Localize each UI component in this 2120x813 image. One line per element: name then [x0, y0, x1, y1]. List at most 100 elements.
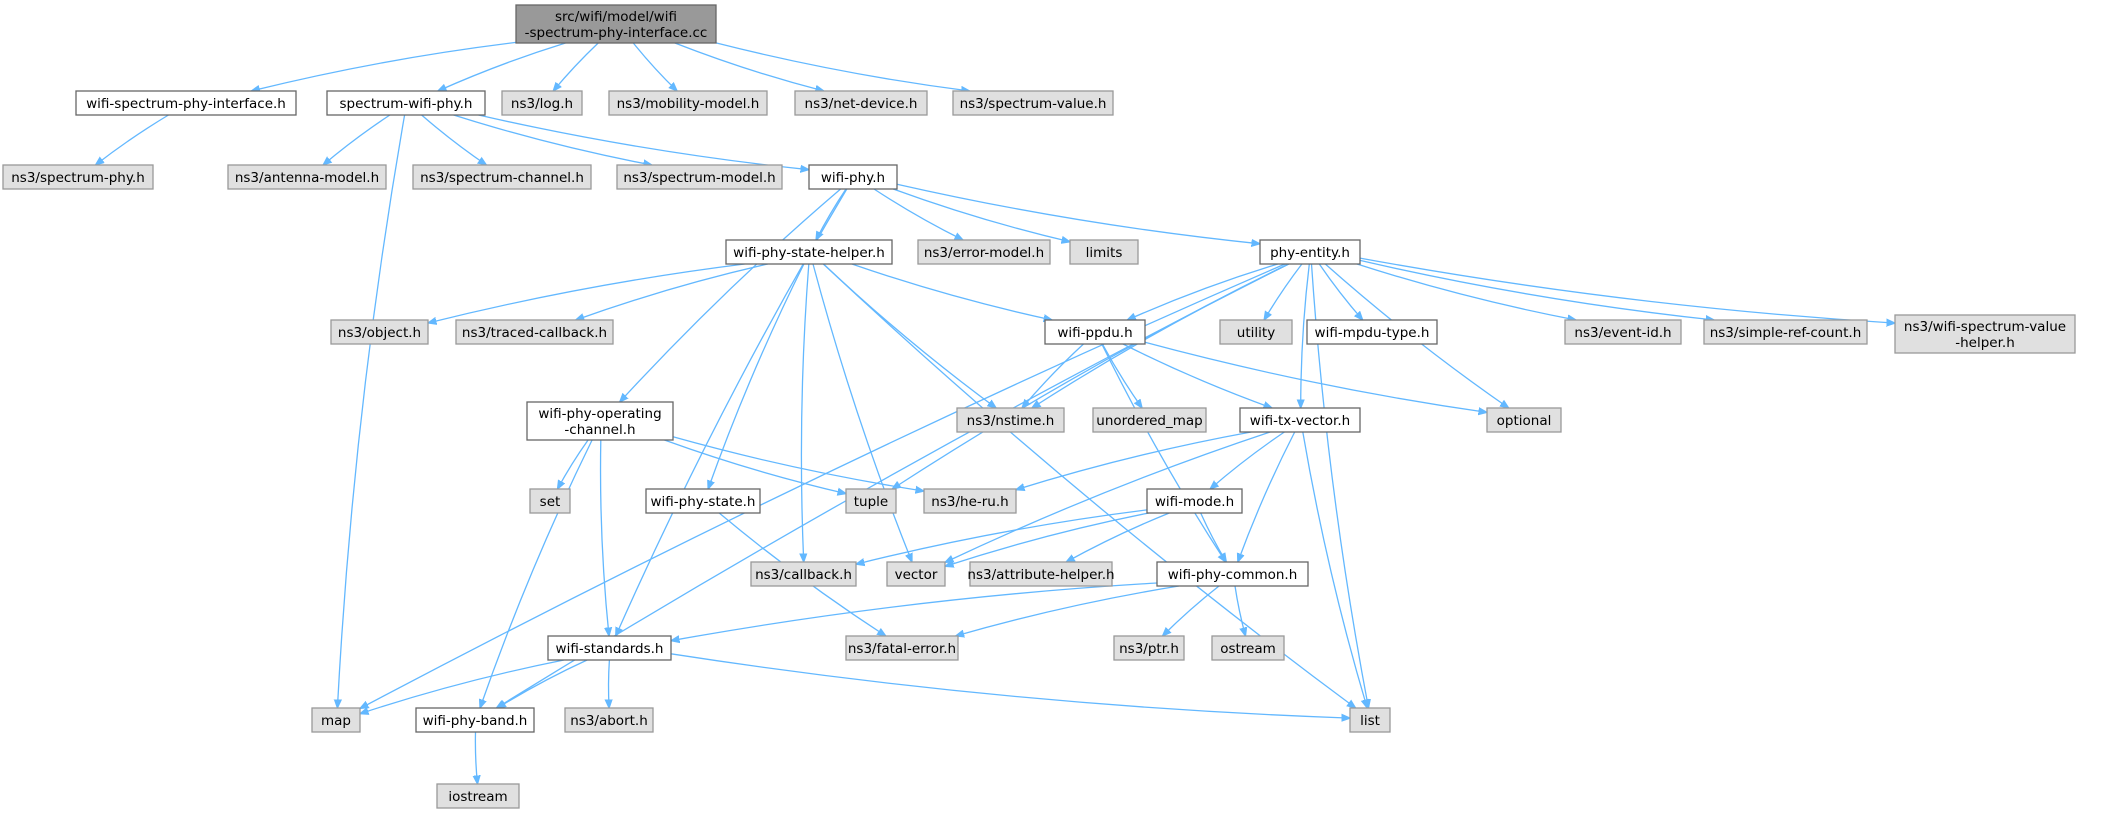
- node-box-log: [501, 90, 583, 116]
- edge-phyent-to-mpdutype: [1318, 263, 1362, 320]
- edge-wpcommon-to-ostream: [1234, 585, 1246, 636]
- node-ppdu[interactable]: wifi-ppdu.h: [1044, 319, 1146, 345]
- node-label-wpstate: wifi-phy-state.h: [651, 494, 756, 510]
- node-unordmap: unordered_map: [1092, 407, 1207, 433]
- node-box-set: [529, 488, 571, 514]
- edge-wphy-to-phyent: [896, 183, 1260, 244]
- node-tracedcb: ns3/traced-callback.h: [455, 319, 614, 345]
- node-label-root: src/wifi/model/wifi: [555, 9, 677, 25]
- node-root[interactable]: src/wifi/model/wifi-spectrum-phy-interfa…: [515, 4, 717, 44]
- node-label-map: map: [321, 713, 351, 729]
- node-fatal: ns3/fatal-error.h: [845, 635, 959, 661]
- node-specphy: ns3/spectrum-phy.h: [2, 164, 154, 190]
- edge-opchan-to-wpband: [480, 439, 593, 708]
- edge-phyent-to-wsvh: [1359, 257, 1895, 323]
- node-box-antenna: [227, 164, 387, 190]
- node-label-tuple: tuple: [854, 494, 888, 510]
- node-box-opchan: [526, 401, 674, 441]
- node-label-ptr: ns3/ptr.h: [1119, 641, 1179, 657]
- node-swp[interactable]: spectrum-wifi-phy.h: [326, 90, 486, 116]
- node-abort: ns3/abort.h: [564, 707, 654, 733]
- node-limits: limits: [1069, 239, 1139, 265]
- node-label-swp: spectrum-wifi-phy.h: [340, 96, 473, 112]
- node-box-ppdu: [1044, 319, 1146, 345]
- node-label-wpband: wifi-phy-band.h: [423, 713, 528, 729]
- node-specval: ns3/spectrum-value.h: [952, 90, 1114, 116]
- node-wpsh[interactable]: wifi-phy-state-helper.h: [725, 239, 893, 265]
- node-box-wpstate: [645, 488, 761, 514]
- edge-swp-to-antenna: [323, 114, 391, 165]
- node-mpdutype[interactable]: wifi-mpdu-type.h: [1306, 319, 1438, 345]
- edge-swp-to-wphy: [478, 114, 810, 170]
- edge-swp-to-map: [337, 114, 406, 708]
- node-label-specval: ns3/spectrum-value.h: [960, 96, 1107, 112]
- node-mobility: ns3/mobility-model.h: [608, 90, 768, 116]
- node-wstd[interactable]: wifi-standards.h: [547, 635, 672, 661]
- node-label-set: set: [540, 494, 561, 510]
- node-label-wpsh: wifi-phy-state-helper.h: [733, 245, 885, 261]
- node-nstime: ns3/nstime.h: [956, 407, 1065, 433]
- node-label-eventid: ns3/event-id.h: [1574, 325, 1671, 341]
- node-box-object: [330, 319, 429, 345]
- edge-phyent-to-simpleref: [1359, 259, 1714, 320]
- edge-wpband-to-iostream: [475, 731, 477, 784]
- node-wpstate[interactable]: wifi-phy-state.h: [645, 488, 761, 514]
- node-label-txvec: wifi-tx-vector.h: [1250, 413, 1350, 429]
- node-label-wphy: wifi-phy.h: [821, 170, 885, 186]
- edge-phyent-to-tuple: [892, 263, 1290, 489]
- edge-wspi-to-specphy: [96, 114, 169, 165]
- node-label-simpleref: ns3/simple-ref-count.h: [1710, 325, 1862, 341]
- edge-ppdu-to-wpcommon: [1101, 343, 1226, 562]
- node-label-errmodel: ns3/error-model.h: [924, 245, 1044, 261]
- node-box-wspi: [75, 90, 297, 116]
- node-box-wpcommon: [1156, 561, 1309, 587]
- node-label-optional: optional: [1497, 413, 1552, 429]
- edge-ppdu-to-optional: [1144, 341, 1487, 412]
- node-box-specval: [952, 90, 1114, 116]
- node-wpband[interactable]: wifi-phy-band.h: [415, 707, 535, 733]
- node-label-netdev: ns3/net-device.h: [805, 96, 918, 112]
- node-wspi[interactable]: wifi-spectrum-phy-interface.h: [75, 90, 297, 116]
- node-label-mobility: ns3/mobility-model.h: [617, 96, 760, 112]
- node-opchan[interactable]: wifi-phy-operating-channel.h: [526, 401, 674, 441]
- edge-ppdu-to-unordmap: [1101, 343, 1142, 408]
- node-box-specphy: [2, 164, 154, 190]
- node-heru: ns3/he-ru.h: [923, 488, 1017, 514]
- edge-opchan-to-heru: [672, 436, 924, 491]
- node-label-limits: limits: [1086, 245, 1123, 261]
- node-label-wsvh: -helper.h: [1955, 335, 2015, 351]
- edge-opchan-to-tuple: [664, 439, 846, 494]
- edge-wmode-to-wpcommon: [1200, 512, 1227, 562]
- file-nodes: src/wifi/model/wifi-spectrum-phy-interfa…: [2, 4, 2076, 809]
- node-box-vector: [886, 561, 946, 587]
- edge-wpcommon-to-ptr: [1163, 585, 1220, 636]
- edge-wstd-to-list: [670, 653, 1350, 718]
- edge-root-to-wspi: [251, 41, 517, 91]
- node-box-callback: [750, 561, 857, 587]
- node-box-attrhelper: [969, 561, 1113, 587]
- edge-swp-to-specchan: [421, 114, 487, 165]
- node-phyent[interactable]: phy-entity.h: [1259, 239, 1361, 265]
- edge-wphy-to-wpsh: [816, 188, 847, 240]
- node-wphy[interactable]: wifi-phy.h: [808, 164, 898, 190]
- node-set: set: [529, 488, 571, 514]
- node-label-callback: ns3/callback.h: [755, 567, 852, 583]
- node-vector: vector: [886, 561, 946, 587]
- node-wmode[interactable]: wifi-mode.h: [1146, 488, 1243, 514]
- node-box-nstime: [956, 407, 1065, 433]
- edge-root-to-netdev: [674, 42, 824, 91]
- node-ostream: ostream: [1211, 635, 1285, 661]
- node-label-root: -spectrum-phy-interface.cc: [525, 25, 708, 41]
- edge-phyent-to-utility: [1264, 263, 1303, 320]
- node-txvec[interactable]: wifi-tx-vector.h: [1239, 407, 1361, 433]
- node-box-heru: [923, 488, 1017, 514]
- node-box-unordmap: [1092, 407, 1207, 433]
- node-label-tracedcb: ns3/traced-callback.h: [462, 325, 607, 341]
- node-box-txvec: [1239, 407, 1361, 433]
- node-box-wstd: [547, 635, 672, 661]
- edge-root-to-specval: [715, 42, 970, 91]
- node-label-mpdutype: wifi-mpdu-type.h: [1315, 325, 1430, 341]
- edge-root-to-mobility: [632, 42, 677, 91]
- edge-wphy-to-opchan: [620, 188, 842, 402]
- node-wpcommon[interactable]: wifi-phy-common.h: [1156, 561, 1309, 587]
